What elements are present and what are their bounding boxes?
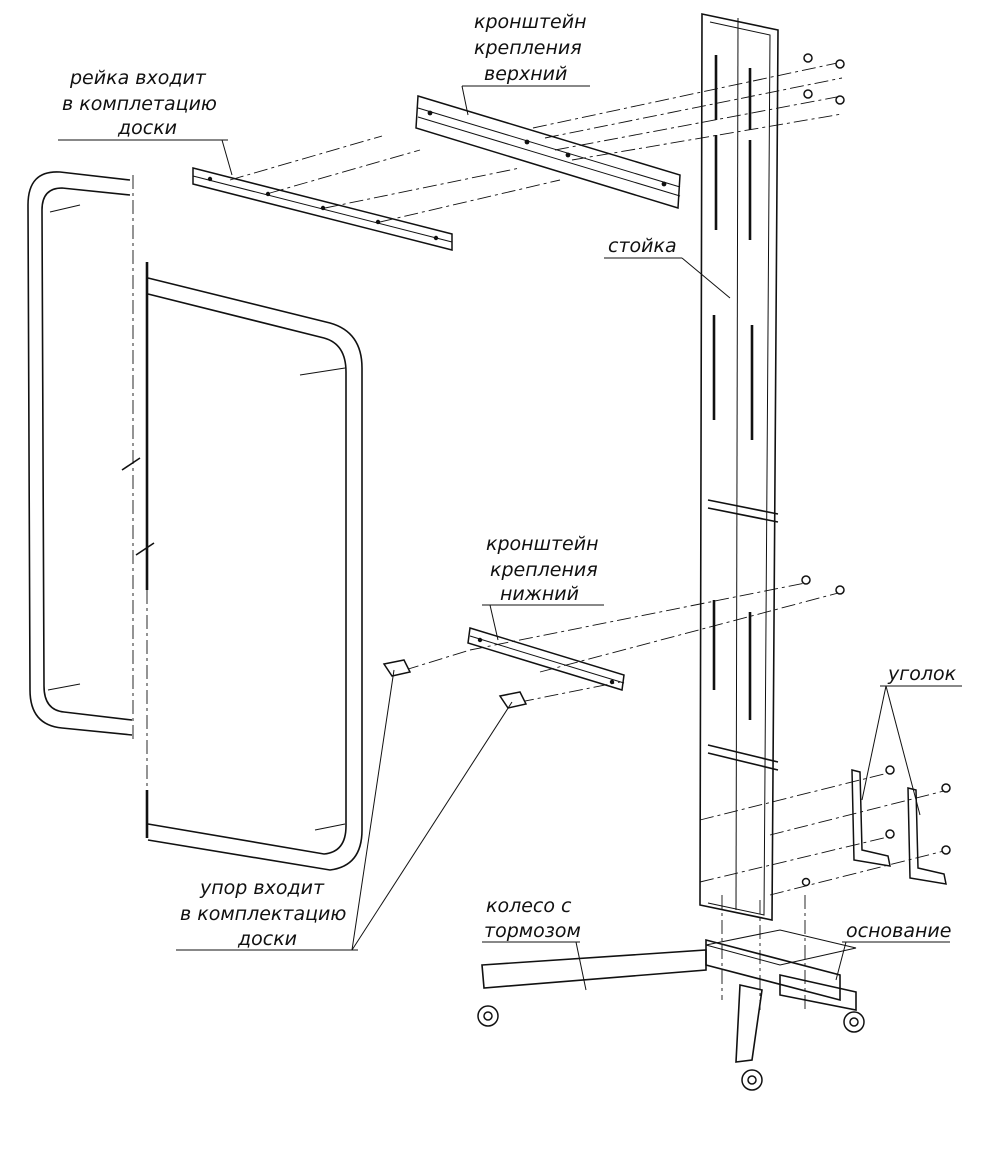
leader-lines (58, 85, 962, 991)
callout-stop: упор входит в комплектацию доски (180, 877, 346, 950)
wheels (477, 1005, 865, 1091)
callout-post: стойка (608, 235, 677, 257)
label-post: стойка (608, 235, 677, 257)
corners (699, 765, 951, 896)
label-stop-1: упор входит (199, 877, 325, 899)
bottom-bracket (467, 627, 625, 691)
label-bottom-bracket-2: крепления (490, 559, 598, 581)
label-wheel-1: колесо с (486, 895, 572, 917)
label-top-bracket-1: кронштейн (474, 11, 587, 33)
label-stop-2: в комплектацию (180, 903, 346, 925)
label-bottom-bracket-3: нижний (500, 583, 579, 605)
label-stop-3: доски (237, 928, 297, 950)
label-top-bracket-3: верхний (484, 63, 567, 85)
callout-top-bracket: кронштейн крепления верхний (474, 11, 587, 85)
label-wheel-2: тормозом (484, 920, 581, 942)
rail-alignment-lines (229, 135, 561, 223)
top-bolts (532, 53, 845, 161)
whiteboard-frame (27, 171, 363, 871)
label-base: основание (846, 920, 951, 942)
callout-bottom-bracket: кронштейн крепления нижний (486, 533, 599, 605)
base (481, 895, 857, 1063)
label-bottom-bracket-1: кронштейн (486, 533, 599, 555)
top-bracket (415, 95, 681, 209)
bottom-bolts (404, 575, 845, 703)
callout-corner: уголок (887, 663, 957, 685)
label-corner: уголок (887, 663, 957, 685)
label-rail-2: в комплетацию (62, 93, 217, 115)
stops (382, 659, 528, 709)
callout-base: основание (846, 920, 951, 942)
label-rail-3: доски (117, 117, 177, 139)
label-top-bracket-2: крепления (474, 37, 582, 59)
post (699, 13, 779, 1010)
callout-rail: рейка входит в комплетацию доски (62, 67, 217, 139)
label-rail-1: рейка входит (69, 67, 207, 89)
callout-wheel: колесо с тормозом (484, 895, 581, 942)
rail (192, 167, 453, 251)
